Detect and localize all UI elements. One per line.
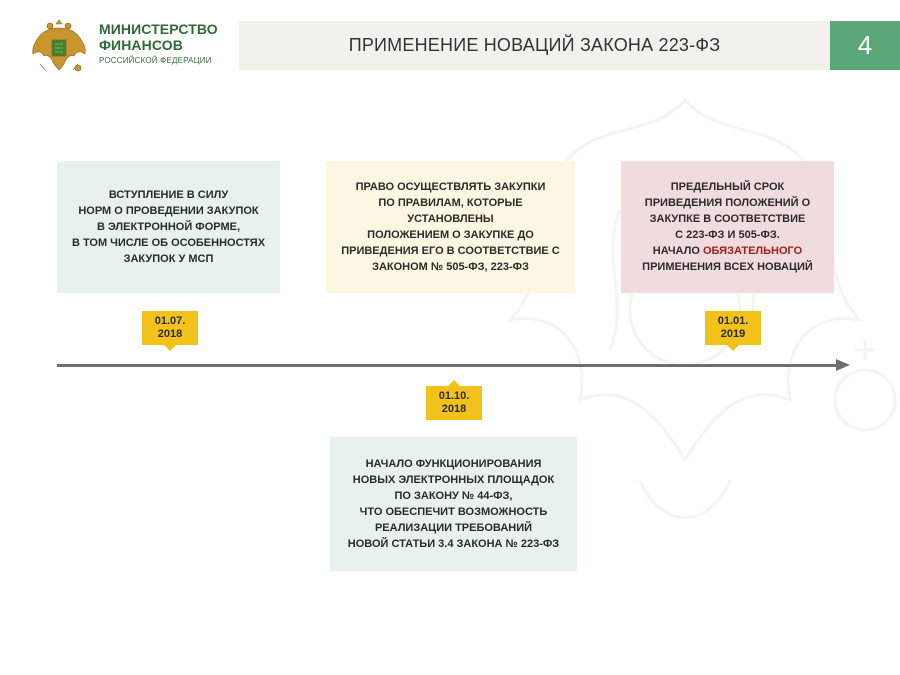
- logo-line-ministry: МИНИСТЕРСТВО: [99, 21, 218, 37]
- date-badge-2018-10-01: 01.10. 2018: [426, 380, 482, 420]
- card-text-line: ПО ЗАКОНУ № 44-ФЗ,: [394, 490, 513, 502]
- card-text-line-mixed: НАЧАЛО ОБЯЗАТЕЛЬНОГО: [642, 243, 813, 259]
- card-text-line: ПОЛОЖЕНИЕМ О ЗАКУПКЕ ДО: [367, 229, 534, 241]
- date-badge-year: 2018: [441, 403, 467, 415]
- card-text-line: ЧТО ОБЕСПЕЧИТ ВОЗМОЖНОСТЬ: [359, 506, 548, 518]
- card-text-line: НОВЫХ ЭЛЕКТРОННЫХ ПЛОЩАДОК: [352, 474, 555, 486]
- card-text-line: ПРАВО ОСУЩЕСТВЛЯТЬ ЗАКУПКИ: [355, 181, 546, 193]
- event-card-2018-10-01-bottom: НАЧАЛО ФУНКЦИОНИРОВАНИЯ НОВЫХ ЭЛЕКТРОННЫ…: [330, 437, 577, 571]
- card-text-line: ПРЕДЕЛЬНЫЙ СРОК: [670, 181, 785, 193]
- slide-title-bar: ПРИМЕНЕНИЕ НОВАЦИЙ ЗАКОНА 223-ФЗ: [239, 21, 830, 70]
- card-text-line: ПРИМЕНЕНИЯ ВСЕХ НОВАЦИЙ: [642, 261, 813, 273]
- card-text-line: ЗАКУПОК У МСП: [123, 253, 214, 265]
- logo-line-finance: ФИНАНСОВ: [99, 37, 183, 53]
- card-text-line: НОВОЙ СТАТЬИ 3.4 ЗАКОНА № 223-ФЗ: [347, 538, 560, 550]
- card-text-prefix: НАЧАЛО: [652, 245, 703, 257]
- arrow-right-icon: [836, 359, 850, 371]
- card-text-line: С 223-ФЗ И 505-ФЗ.: [675, 229, 780, 241]
- date-badge-2019-01-01: 01.01. 2019: [705, 311, 761, 351]
- card-text-line: ЗАКУПКЕ В СООТВЕТСТВИЕ: [649, 213, 806, 225]
- card-text-line: ПРИВЕДЕНИЯ ПОЛОЖЕНИЙ О: [644, 197, 811, 209]
- logo-line-russian-federation: РОССИЙСКОЙ ФЕДЕРАЦИИ: [99, 56, 212, 65]
- date-badge-year: 2018: [157, 328, 183, 340]
- date-badge-year: 2019: [720, 328, 746, 340]
- card-text-line: ПРИВЕДЕНИЯ ЕГО В СООТВЕТСТВИЕ С: [341, 245, 560, 257]
- card-text-line: В ЭЛЕКТРОННОЙ ФОРМЕ,: [96, 221, 241, 233]
- slide-title: ПРИМЕНЕНИЕ НОВАЦИЙ ЗАКОНА 223-ФЗ: [348, 35, 721, 55]
- date-badge-day: 01.10.: [438, 390, 470, 402]
- page-number-badge: 4: [830, 21, 900, 70]
- card-text-line: РЕАЛИЗАЦИИ ТРЕБОВАНИЙ: [374, 522, 533, 534]
- card-text-line: ЗАКОНОМ № 505-ФЗ, 223-ФЗ: [372, 261, 529, 273]
- card-text-line: НАЧАЛО ФУНКЦИОНИРОВАНИЯ: [365, 458, 542, 470]
- card-text-line: НОРМ О ПРОВЕДЕНИИ ЗАКУПОК: [78, 205, 259, 217]
- card-text-line: ВСТУПЛЕНИЕ В СИЛУ: [108, 189, 229, 201]
- timeline-axis: [57, 364, 837, 367]
- event-card-2018-07-01: ВСТУПЛЕНИЕ В СИЛУ НОРМ О ПРОВЕДЕНИИ ЗАКУ…: [57, 161, 280, 293]
- card-text-accent-mandatory: ОБЯЗАТЕЛЬНОГО: [702, 245, 803, 257]
- card-text-line: В ТОМ ЧИСЛЕ ОБ ОСОБЕННОСТЯХ: [71, 237, 266, 249]
- date-badge-day: 01.07.: [154, 315, 186, 327]
- ministry-logo-text: МИНИСТЕРСТВО ФИНАНСОВ РОССИЙСКОЙ ФЕДЕРАЦ…: [99, 21, 218, 65]
- event-card-2019-01-01: ПРЕДЕЛЬНЫЙ СРОК ПРИВЕДЕНИЯ ПОЛОЖЕНИЙ О З…: [621, 161, 834, 293]
- date-badge-2018-07-01: 01.07. 2018: [142, 311, 198, 351]
- card-text-line: ПО ПРАВИЛАМ, КОТОРЫЕ УСТАНОВЛЕНЫ: [378, 197, 523, 225]
- event-card-2018-10-01-top: ПРАВО ОСУЩЕСТВЛЯТЬ ЗАКУПКИ ПО ПРАВИЛАМ, …: [326, 161, 575, 293]
- date-badge-day: 01.01.: [717, 315, 749, 327]
- double-headed-eagle-emblem-icon: [32, 19, 86, 72]
